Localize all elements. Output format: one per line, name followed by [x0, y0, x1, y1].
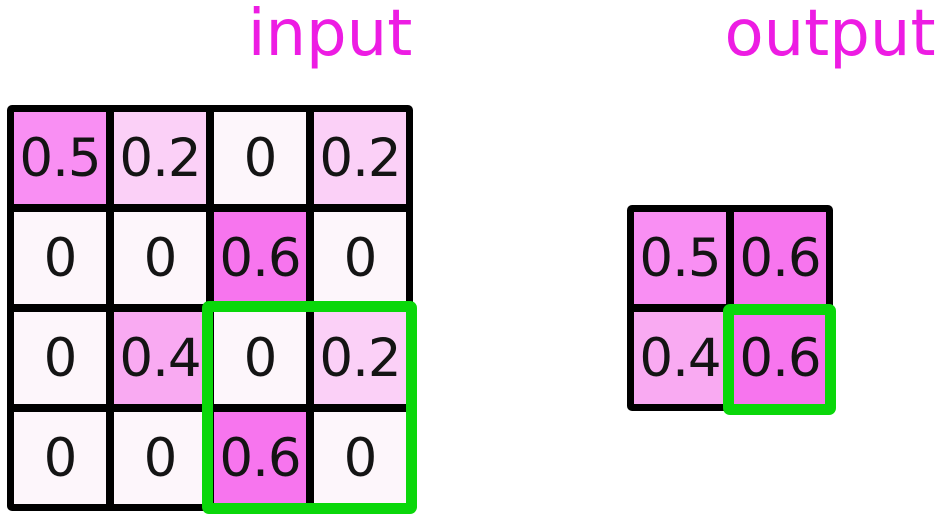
input-grid-cell-r4c4: 0: [314, 412, 406, 504]
input-grid-cell-r3c2: 0.4: [114, 312, 206, 404]
input-grid-cell-r3c3: 0: [214, 312, 306, 404]
output-grid-cell-r2c1: 0.4: [634, 312, 726, 404]
input-title: input: [247, 0, 413, 71]
input-grid-cell-r2c2: 0: [114, 212, 206, 304]
output-title: output: [724, 0, 936, 71]
output-grid-cell-r1c2: 0.6: [734, 212, 826, 304]
input-grid-cell-r4c1: 0: [14, 412, 106, 504]
input-grid-cell-r1c4: 0.2: [314, 112, 406, 204]
input-grid-cell-r2c3: 0.6: [214, 212, 306, 304]
input-grid-cell-r2c1: 0: [14, 212, 106, 304]
input-grid-cell-r1c3: 0: [214, 112, 306, 204]
input-grid-cell-r4c2: 0: [114, 412, 206, 504]
input-grid-cell-r1c2: 0.2: [114, 112, 206, 204]
input-grid-cell-r4c3: 0.6: [214, 412, 306, 504]
output-grid-cell-r1c1: 0.5: [634, 212, 726, 304]
input-grid-cell-r2c4: 0: [314, 212, 406, 304]
input-grid-cell-r1c1: 0.5: [14, 112, 106, 204]
output-grid-cell-r2c2: 0.6: [734, 312, 826, 404]
input-grid-cell-r3c4: 0.2: [314, 312, 406, 404]
input-grid-cell-r3c1: 0: [14, 312, 106, 404]
